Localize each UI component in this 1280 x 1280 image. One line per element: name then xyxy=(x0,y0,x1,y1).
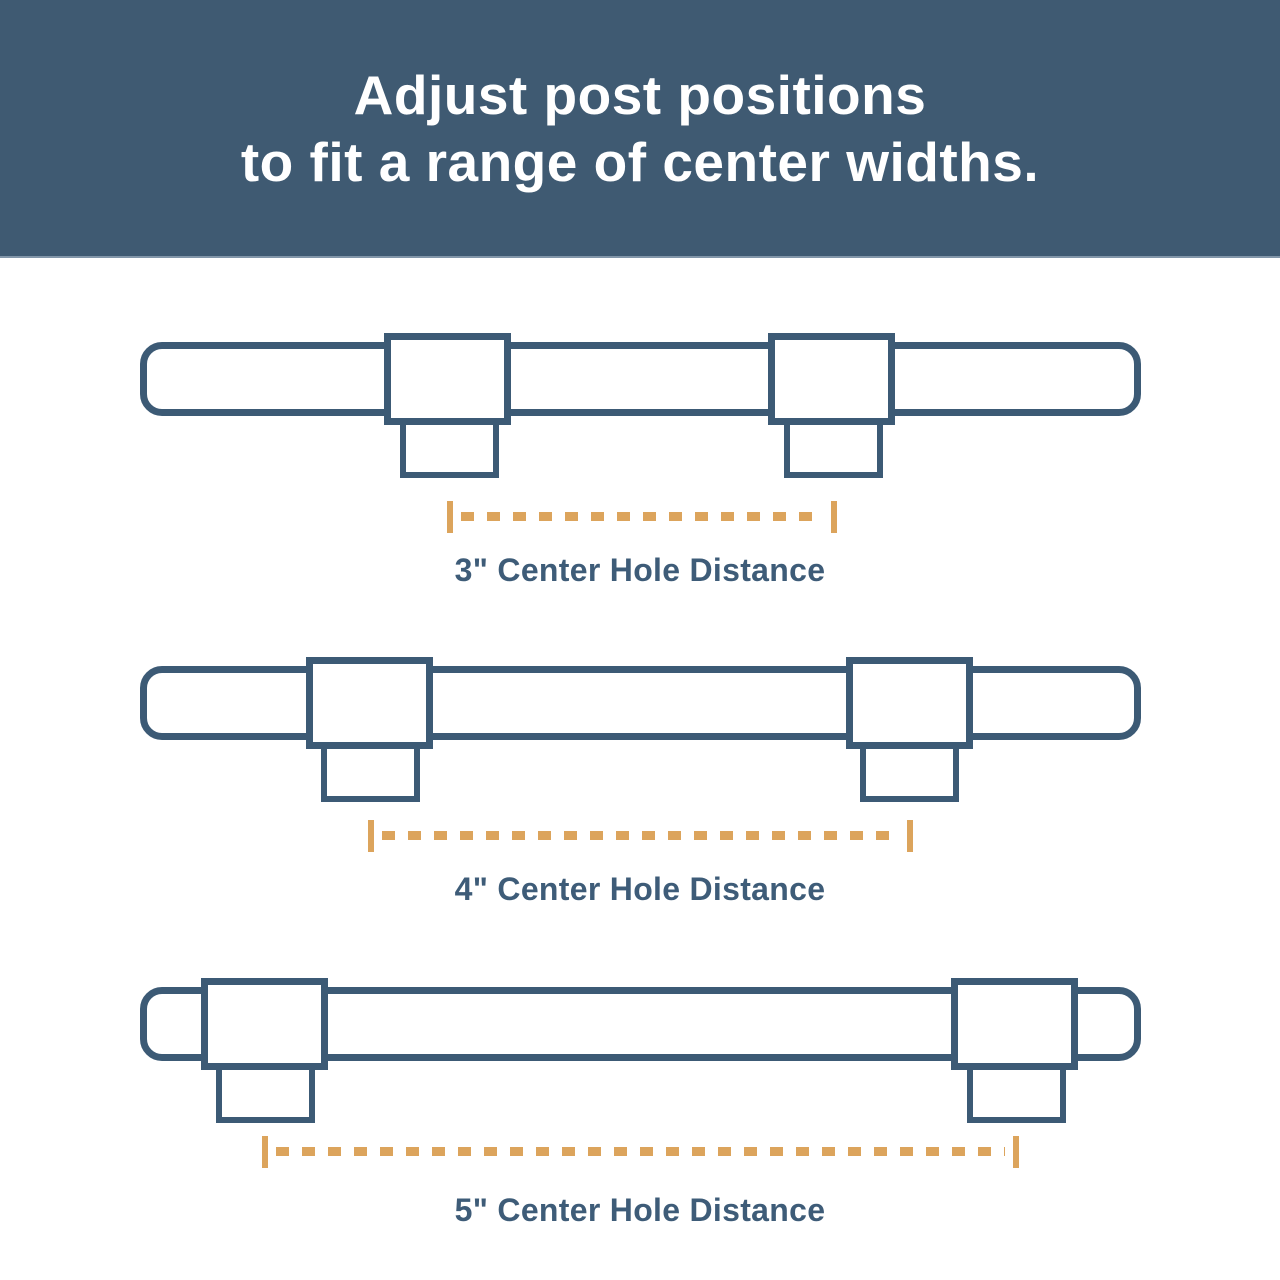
screw-stem-left xyxy=(400,418,499,478)
diagram-4-inch: 4" Center Hole Distance xyxy=(0,657,1280,957)
screw-stem-right xyxy=(784,418,883,478)
screw-stem-right xyxy=(967,1063,1066,1123)
screw-stem-left xyxy=(216,1063,315,1123)
measure-line xyxy=(447,501,837,533)
screw-stem-right xyxy=(860,742,959,802)
measure-dashes xyxy=(461,512,823,521)
distance-label: 3" Center Hole Distance xyxy=(454,552,826,588)
screw-stem-left xyxy=(321,742,420,802)
measure-tick-left xyxy=(262,1136,268,1168)
measure-tick-right xyxy=(831,501,837,533)
diagram-3-inch: 3" Center Hole Distance xyxy=(0,333,1280,633)
header-banner: Adjust post positions to fit a range of … xyxy=(0,0,1280,258)
measure-dashes xyxy=(382,831,899,840)
distance-label: 5" Center Hole Distance xyxy=(454,1192,826,1228)
measure-line xyxy=(368,820,913,852)
measure-line xyxy=(262,1136,1019,1168)
post-right xyxy=(846,657,973,749)
title-line-2: to fit a range of center widths. xyxy=(240,131,1040,193)
pull-bar xyxy=(140,342,1141,416)
diagram-5-inch: 5" Center Hole Distance xyxy=(0,978,1280,1278)
post-right xyxy=(951,978,1078,1070)
post-left xyxy=(384,333,511,425)
post-left xyxy=(201,978,328,1070)
distance-label: 4" Center Hole Distance xyxy=(454,871,826,907)
pull-bar xyxy=(140,666,1141,740)
post-right xyxy=(768,333,895,425)
measure-tick-right xyxy=(1013,1136,1019,1168)
measure-tick-left xyxy=(447,501,453,533)
post-left xyxy=(306,657,433,749)
measure-tick-left xyxy=(368,820,374,852)
measure-dashes xyxy=(276,1147,1005,1156)
measure-tick-right xyxy=(907,820,913,852)
title-line-1: Adjust post positions xyxy=(353,64,927,126)
